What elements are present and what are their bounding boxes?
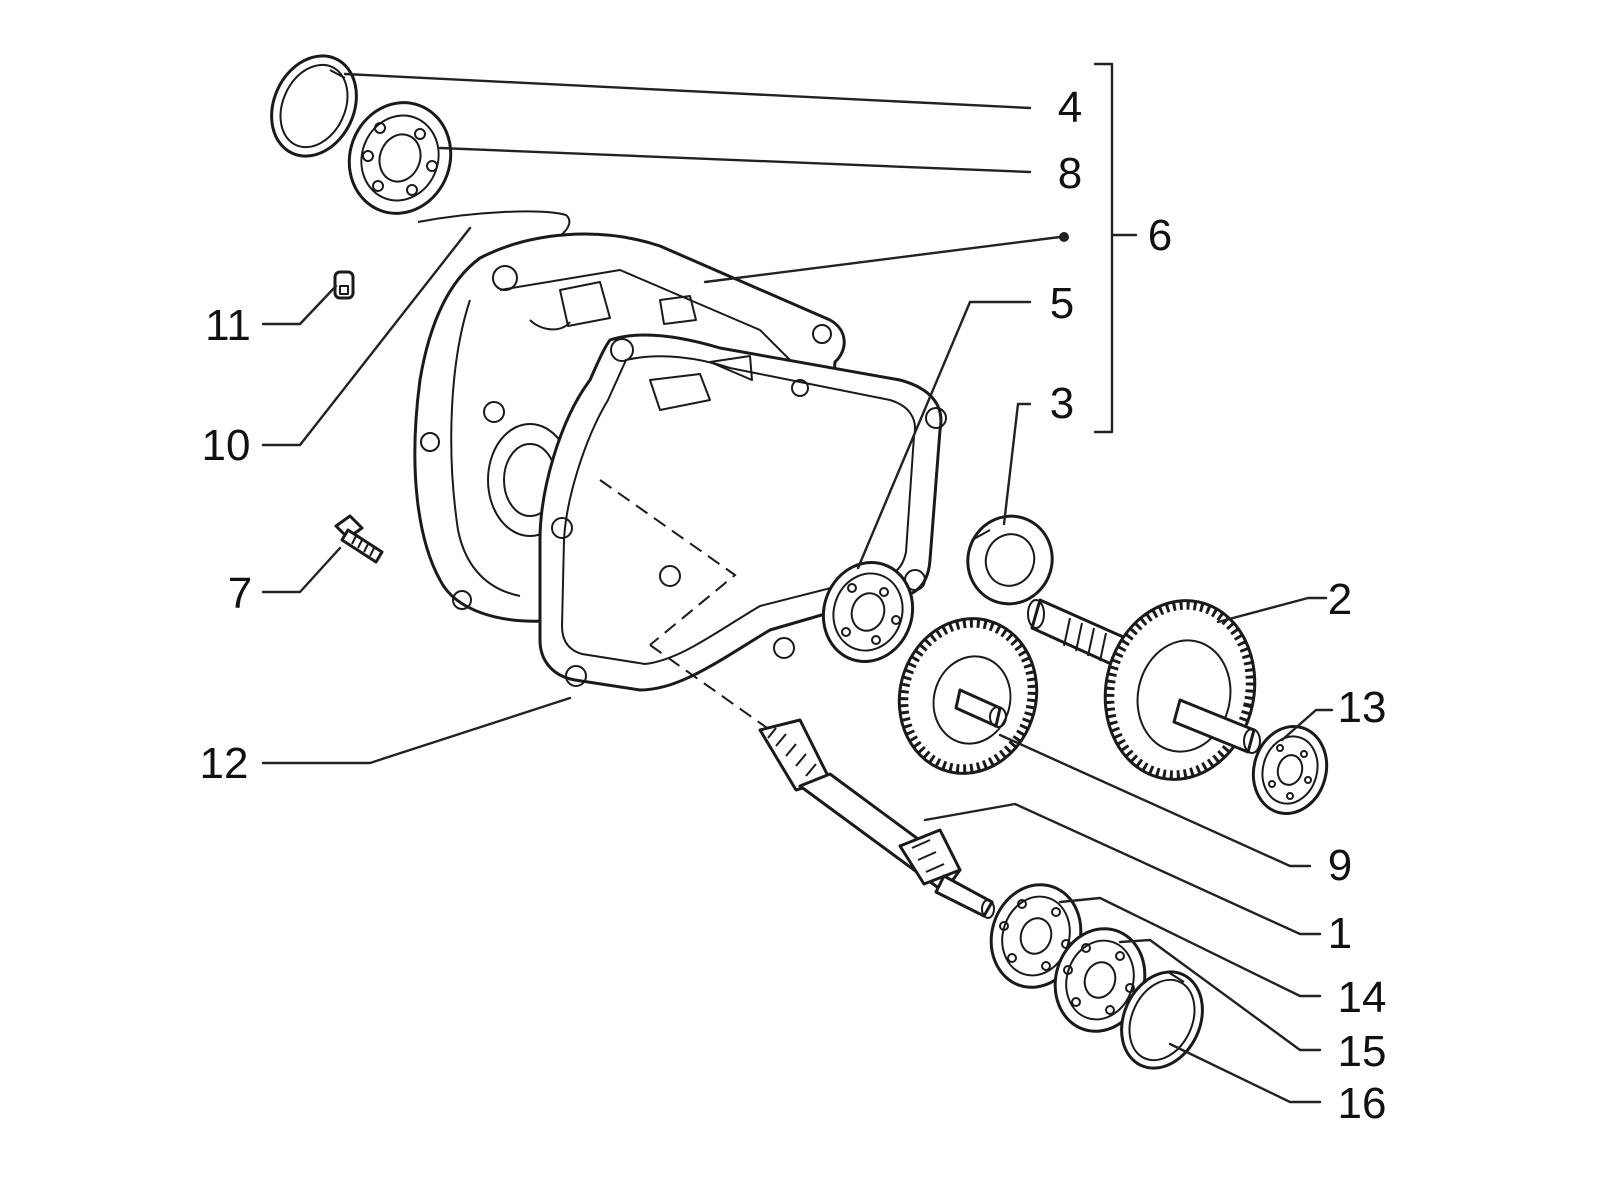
bearing-part-13	[1251, 724, 1329, 816]
screw-part-7	[334, 514, 384, 564]
gear-part-9	[897, 617, 1039, 775]
callout-6: 6	[1148, 211, 1172, 260]
callout-14: 14	[1338, 973, 1387, 1022]
leader-line-15	[1118, 938, 1322, 1052]
callout-8: 8	[1058, 149, 1082, 198]
circlip-part-16	[1120, 970, 1204, 1070]
clip-part-11	[333, 270, 355, 300]
leader-line-9	[998, 733, 1312, 868]
circlip-part-4	[270, 54, 358, 158]
leader-line-10	[261, 226, 472, 447]
leader-line-14	[1058, 896, 1322, 998]
leader-dot-6	[1059, 232, 1069, 242]
leader-line-6	[703, 235, 1062, 284]
callout-7: 7	[228, 569, 252, 618]
callout-4: 4	[1058, 83, 1082, 132]
callout-10: 10	[202, 421, 251, 470]
leader-line-3	[1002, 402, 1032, 526]
bearing-part-8	[347, 101, 453, 215]
leader-line-5	[856, 300, 1032, 570]
leader-line-2	[1216, 596, 1328, 624]
callout-11: 11	[205, 301, 251, 350]
leader-line-12	[261, 696, 572, 765]
callout-9: 9	[1328, 841, 1352, 890]
drive-shaft-part-1	[758, 718, 995, 919]
leader-line-1	[923, 802, 1322, 936]
callout-2: 2	[1328, 575, 1352, 624]
callout-13: 13	[1338, 683, 1387, 732]
oil-seal-part-3	[966, 514, 1054, 606]
leader-line-13	[1280, 708, 1334, 742]
group-bracket	[1093, 62, 1138, 434]
driven-shaft-part-2	[1027, 598, 1261, 781]
callout-15: 15	[1338, 1027, 1387, 1076]
callout-3: 3	[1050, 379, 1074, 428]
leader-lines	[261, 62, 1334, 1104]
callout-5: 5	[1050, 279, 1074, 328]
leader-line-16	[1168, 1042, 1322, 1104]
wire-part-10	[417, 210, 571, 237]
leader-line-4	[343, 72, 1032, 110]
bearing-part-5	[821, 561, 915, 663]
callout-16: 16	[1338, 1079, 1387, 1128]
leader-line-8	[438, 146, 1032, 174]
leader-line-7	[261, 546, 342, 594]
leader-line-11	[261, 284, 338, 326]
callout-12: 12	[200, 739, 249, 788]
assembly-guide-dashed	[599, 479, 771, 731]
callout-1: 1	[1328, 909, 1352, 958]
callout-labels: 4 8 6 5 3 2 13 9 1 14 15 16 11 10 7 12	[200, 83, 1387, 1128]
